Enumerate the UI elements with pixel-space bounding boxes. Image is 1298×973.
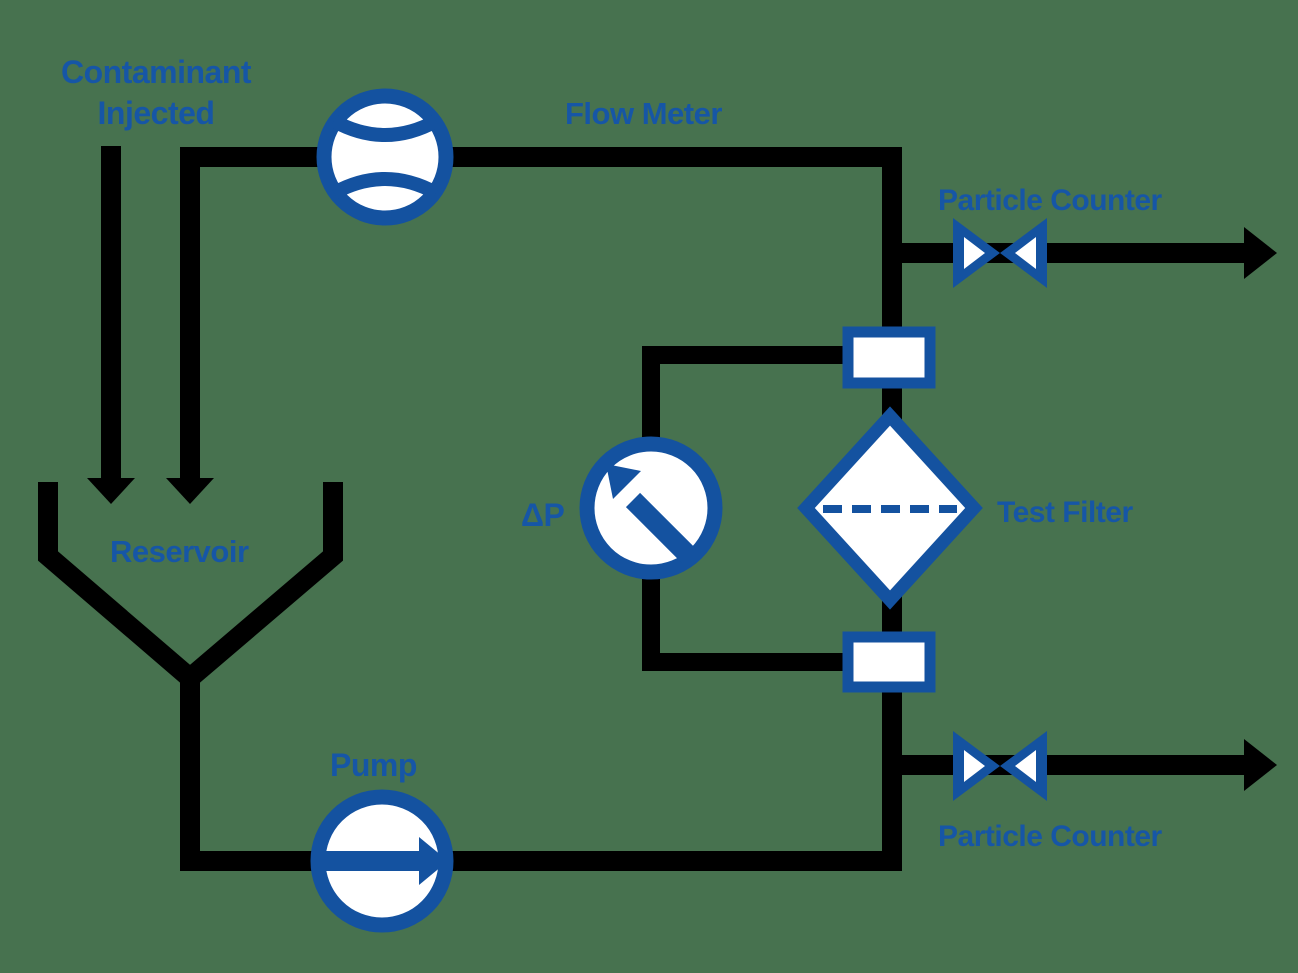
flow-meter-seam-top [330, 114, 440, 142]
flow-meter-seam-bottom [330, 172, 440, 200]
outlet-arrow-bottom-icon [1244, 739, 1277, 791]
pump-label: Pump [330, 747, 417, 783]
particle-counter-top-label: Particle Counter [938, 184, 1163, 217]
test-filter-diamond-icon [797, 406, 983, 610]
delta-p-needle-head [606, 464, 641, 499]
contaminant-label-line2: Injected [98, 95, 215, 131]
pump-arrow-head [419, 837, 448, 885]
pipe-dp-loop-bottom [642, 568, 848, 671]
flow-meter-body [316, 88, 454, 226]
labels: Contaminant Injected Flow Meter Particle… [61, 54, 1163, 853]
contaminant-arrow-icon [87, 478, 135, 504]
flow-meter-icon [316, 88, 454, 226]
pump-icon [310, 789, 454, 933]
contaminant-label-line1: Contaminant [61, 54, 252, 90]
flow-meter-label: Flow Meter [565, 96, 722, 131]
delta-p-gauge-icon [579, 436, 723, 580]
reservoir-funnel-right [183, 482, 343, 686]
fitting-bottom-icon [842, 631, 936, 693]
return-arrow-icon [166, 478, 214, 504]
test-filter-label: Test Filter [997, 496, 1133, 529]
particle-counter-bottom-label: Particle Counter [938, 820, 1163, 853]
flow-arrows [87, 227, 1277, 791]
valve-top-right-inset [1015, 237, 1036, 269]
valve-bottom-right-inset [1015, 750, 1036, 782]
reservoir-funnel-icon [38, 482, 343, 686]
delta-p-needle-shaft [625, 492, 697, 564]
valve-bottom-icon [953, 731, 1047, 801]
valve-top-icon [953, 218, 1047, 288]
reservoir-funnel-left [38, 482, 197, 686]
reservoir-label: Reservoir [110, 534, 249, 569]
fitting-top-icon [842, 326, 936, 389]
valve-bottom-left-inset [964, 750, 985, 782]
outlet-arrow-top-icon [1244, 227, 1277, 279]
pipe-dp-loop-top [642, 346, 848, 448]
valve-top-left-inset [964, 237, 985, 269]
delta-p-label: ΔP [521, 497, 565, 533]
